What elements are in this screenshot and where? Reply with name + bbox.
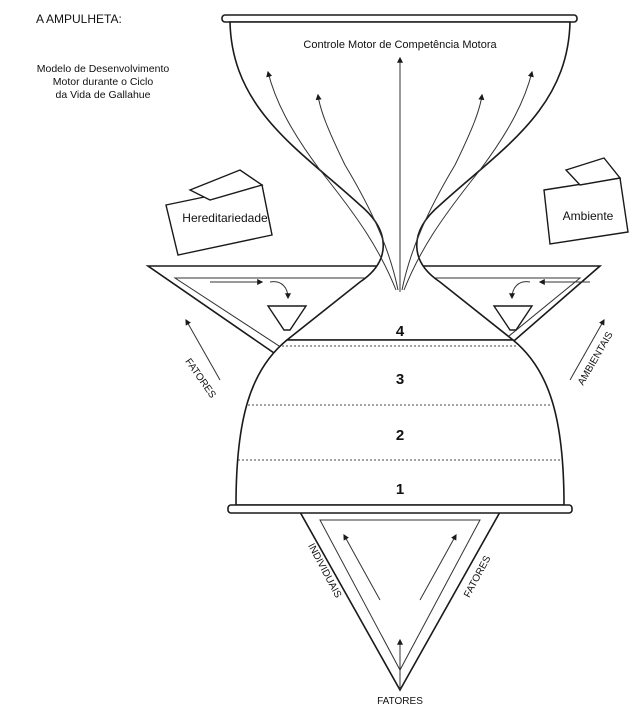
- left-funnel: [268, 306, 306, 330]
- heredity-bucket: Hereditariedade: [166, 170, 272, 255]
- right-curl-arrow: [512, 282, 530, 298]
- diagram-subtitle-line-2: Motor durante o Ciclo: [53, 76, 154, 88]
- right-funnel: [494, 306, 532, 330]
- hourglass-bottom-rim: [228, 505, 572, 513]
- left-side-label: FATORES: [182, 357, 217, 401]
- diagram-subtitle-line-3: da Vida de Gallahue: [56, 89, 151, 101]
- bottom-left-arrow: [344, 535, 380, 600]
- bottom-label: FATORES: [377, 696, 423, 707]
- diagram-subtitle-line-1: Modelo de Desenvolvimento: [37, 63, 170, 75]
- environment-bucket: Ambiente: [544, 158, 628, 244]
- left-curl-arrow: [270, 282, 288, 298]
- level-4-label: 4: [396, 323, 405, 340]
- top-label: Controle Motor de Competência Motora: [303, 39, 497, 51]
- level-1-label: 1: [396, 481, 404, 498]
- hourglass-top-rim: [222, 15, 577, 22]
- environment-label: Ambiente: [563, 209, 614, 223]
- level-3-label: 3: [396, 371, 404, 388]
- level-2-label: 2: [396, 427, 404, 444]
- heredity-label: Hereditariedade: [182, 211, 268, 225]
- bottom-left-label: INDIVIDUAIS: [305, 542, 343, 600]
- bottom-right-label: FATORES: [462, 554, 493, 600]
- diagram-title: A AMPULHETA:: [36, 12, 122, 26]
- bottom-right-arrow: [420, 535, 456, 600]
